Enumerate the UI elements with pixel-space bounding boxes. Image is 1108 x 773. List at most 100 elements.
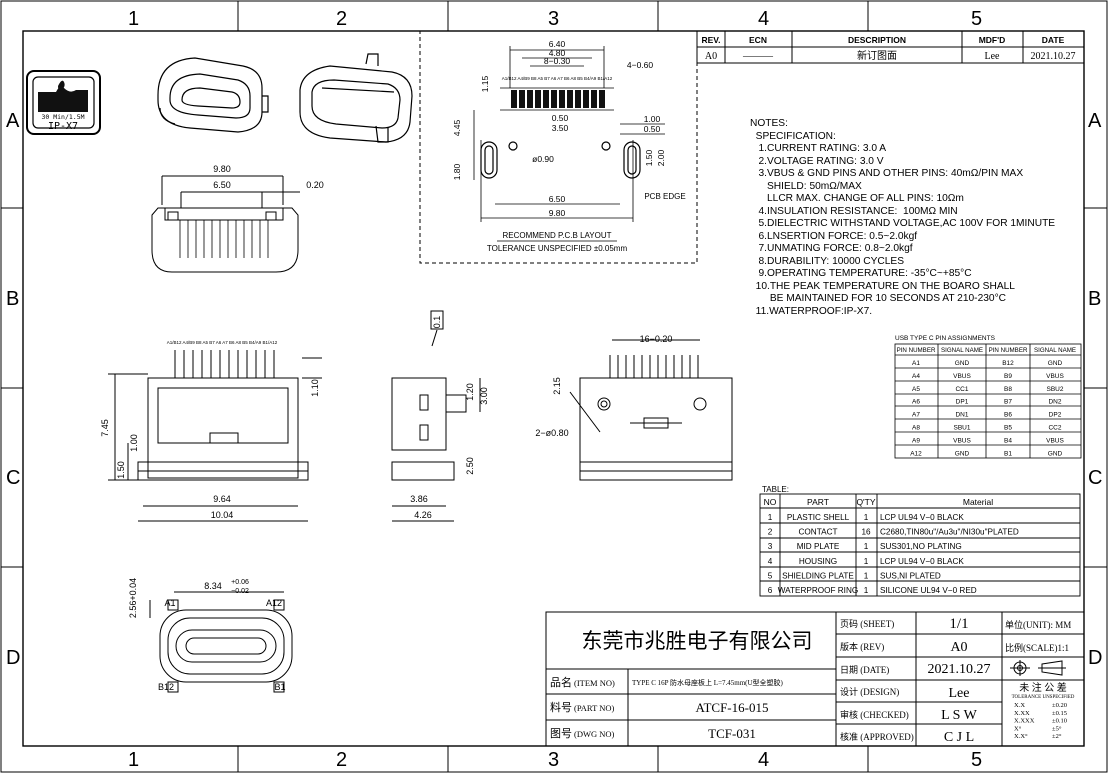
dwg-label-en: (DWG NO) xyxy=(574,729,615,739)
bottom-label-b1: B1 xyxy=(274,682,285,692)
bottom-view: 2.56+0.04 8.34 +0.06 −0.02 A1 A12 B12 B1 xyxy=(128,578,293,693)
pin-table-cell: DN1 xyxy=(955,412,968,419)
item-label-en: (ITEM NO) xyxy=(574,678,615,688)
pin-table-cell: DP2 xyxy=(1049,412,1062,419)
side-dim-300: 3.00 xyxy=(479,387,489,405)
top-dim-inner: 6.50 xyxy=(213,180,231,190)
note-line: 7.UNMATING FORCE: 0.8~2.0kgf xyxy=(750,243,913,254)
note-line: BE MAINTAINED FOR 10 SECONDS AT 210-230°… xyxy=(750,293,1007,304)
pcb-dim-980: 9.80 xyxy=(549,208,566,218)
bottom-label-b12: B12 xyxy=(158,682,174,692)
pcb-layout-title: RECOMMEND P.C.B LAYOUT xyxy=(502,231,611,240)
pin-table-cell: B1 xyxy=(1004,450,1012,457)
pcb-dim-650: 6.50 xyxy=(549,194,566,204)
pcb-dim-050b: 0.50 xyxy=(644,124,661,134)
rev-header-date: DATE xyxy=(1042,35,1065,45)
rev-header-rev: REV. xyxy=(701,35,720,45)
note-line: 10.THE PEAK TEMPERATURE ON THE BOARO SHA… xyxy=(750,280,1015,292)
bom-title: TABLE: xyxy=(762,485,789,494)
side-dim-120: 1.20 xyxy=(465,383,475,401)
bom-cell-material: LCP UL94 V−0 BLACK xyxy=(880,557,964,566)
tol-title: 未 注 公 差 xyxy=(1019,681,1067,694)
side-dim-426: 4.26 xyxy=(414,510,432,520)
front-dim-110: 1.10 xyxy=(310,379,320,397)
waterproof-badge: 30 Min/1.5M IP-X7 xyxy=(26,70,101,135)
rev-value-description: 新订图面 xyxy=(857,49,897,62)
bottom-dim-plus: +0.06 xyxy=(231,579,249,586)
pin-table-cell: SBU2 xyxy=(1047,386,1064,393)
back-dim-215: 2.15 xyxy=(552,377,562,395)
note-line: NOTES: xyxy=(750,118,788,129)
bottom-label-a12: A12 xyxy=(266,598,282,608)
note-line: 4.INSULATION RESISTANCE: 100MΩ MIN xyxy=(750,205,958,217)
pin-table-cell: B4 xyxy=(1004,437,1012,444)
border-col-4-bottom: 4 xyxy=(758,749,769,771)
rev-value-rev: A0 xyxy=(705,51,717,62)
dwg-label: 图号 xyxy=(550,727,572,740)
pcb-dim-180: 1.80 xyxy=(452,163,462,180)
tol-key: X.XXX xyxy=(1014,718,1035,725)
pin-table-cell: A9 xyxy=(912,437,920,444)
note-line: 6.LNSERTION FORCE: 0.5~2.0kgf xyxy=(750,230,918,242)
pin-assignment-table: USB TYPE C PIN ASSIGNMENTS PIN NUMBER SI… xyxy=(894,335,1082,459)
pin-table-title: USB TYPE C PIN ASSIGNMENTS xyxy=(895,335,996,342)
pin-table-cell: B12 xyxy=(1002,360,1014,367)
border-row-b: B xyxy=(6,288,19,310)
bom-cell-material: SUS301,NO PLATING xyxy=(880,542,962,551)
bom-cell-no: 1 xyxy=(768,513,773,522)
pin-table-cell: A4 xyxy=(912,373,920,380)
pcb-dim-100: 1.00 xyxy=(644,114,661,124)
tol-sub: TOLERANCE UNSPECIFIED xyxy=(1012,695,1075,700)
bom-cell-qty: 1 xyxy=(864,557,869,566)
pcb-dim-150: 1.50 xyxy=(644,149,654,166)
tol-value: ±0.15 xyxy=(1052,710,1067,717)
pin-th-2: SIGNAL NAME xyxy=(941,347,983,354)
top-view: 9.80 6.50 0.20 xyxy=(151,164,324,273)
border-col-1-bottom: 1 xyxy=(128,749,139,771)
pcb-layout: 6.40 4.80 8−0.30 4−0.60 1.15 4.45 1.80 ø… xyxy=(419,30,698,264)
pcb-dim-8x030: 8−0.30 xyxy=(544,56,571,66)
design-value: Lee xyxy=(949,686,970,701)
border-col-2-bottom: 2 xyxy=(336,749,347,771)
border-col-3-bottom: 3 xyxy=(548,749,559,771)
pcb-layout-tolerance: TOLERANCE UNSPECIFIED ±0.05mm xyxy=(487,244,628,253)
pcb-dim-480: 4.80 xyxy=(549,48,566,58)
tol-key: X.XX xyxy=(1014,710,1030,717)
checked-value: L S W xyxy=(941,708,978,723)
pin-table-cell: DP1 xyxy=(956,399,969,406)
note-line: 9.OPERATING TEMPERATURE: -35°C~+85°C xyxy=(750,268,972,279)
back-view-pins xyxy=(609,355,699,378)
border-row-d-right: D xyxy=(1088,647,1102,669)
bom-th-part: PART xyxy=(807,497,829,507)
border-col-4: 4 xyxy=(758,8,769,30)
note-line: 11.WATERPROOF:IP-X7. xyxy=(750,305,873,317)
item-value: TYPE C 16P 防水母座板上 L=7.45mm(U型全塑胶) xyxy=(632,678,784,687)
iso-view-back xyxy=(299,53,413,143)
rev-header-mdfd: MDF'D xyxy=(979,35,1006,45)
bom-cell-part: CONTACT xyxy=(799,528,838,537)
bom-cell-no: 4 xyxy=(768,557,773,566)
back-dim-holes: 2−ø0.80 xyxy=(535,428,568,438)
pin-table-cell: CC1 xyxy=(955,386,968,393)
pcb-dim-hole: ø0.90 xyxy=(532,154,554,164)
design-label: 设计 (DESIGN) xyxy=(840,686,899,697)
tol-value: ±2° xyxy=(1052,733,1062,740)
bom-cell-material: SUS,NI PLATED xyxy=(880,571,941,580)
rev-label: 版本 (REV) xyxy=(840,641,884,652)
projection-symbol-icon xyxy=(1010,660,1066,676)
scale-label: 比例(SCALE)1:1 xyxy=(1005,642,1069,653)
bom-cell-material: LCP UL94 V−0 BLACK xyxy=(880,513,964,522)
bottom-dim-256: 2.56+0.04 xyxy=(128,578,138,618)
pcb-dim-640: 6.40 xyxy=(549,39,566,49)
bottom-dim-834: 8.34 xyxy=(204,581,222,591)
front-view: A1/B12 A4/B9 B8 A5 B7 A6 A7 B6 A8 B5 B4/… xyxy=(100,340,322,522)
part-value: ATCF-16-015 xyxy=(696,700,769,715)
bom-cell-no: 5 xyxy=(768,571,773,580)
bom-cell-no: 2 xyxy=(768,528,773,537)
bom-cell-qty: 1 xyxy=(864,586,869,595)
iso-view-front xyxy=(157,57,269,133)
company-name: 东莞市兆胜电子有限公司 xyxy=(582,630,813,653)
revision-table: REV. ECN DESCRIPTION MDF'D DATE A0 ——— 新… xyxy=(696,30,1085,64)
